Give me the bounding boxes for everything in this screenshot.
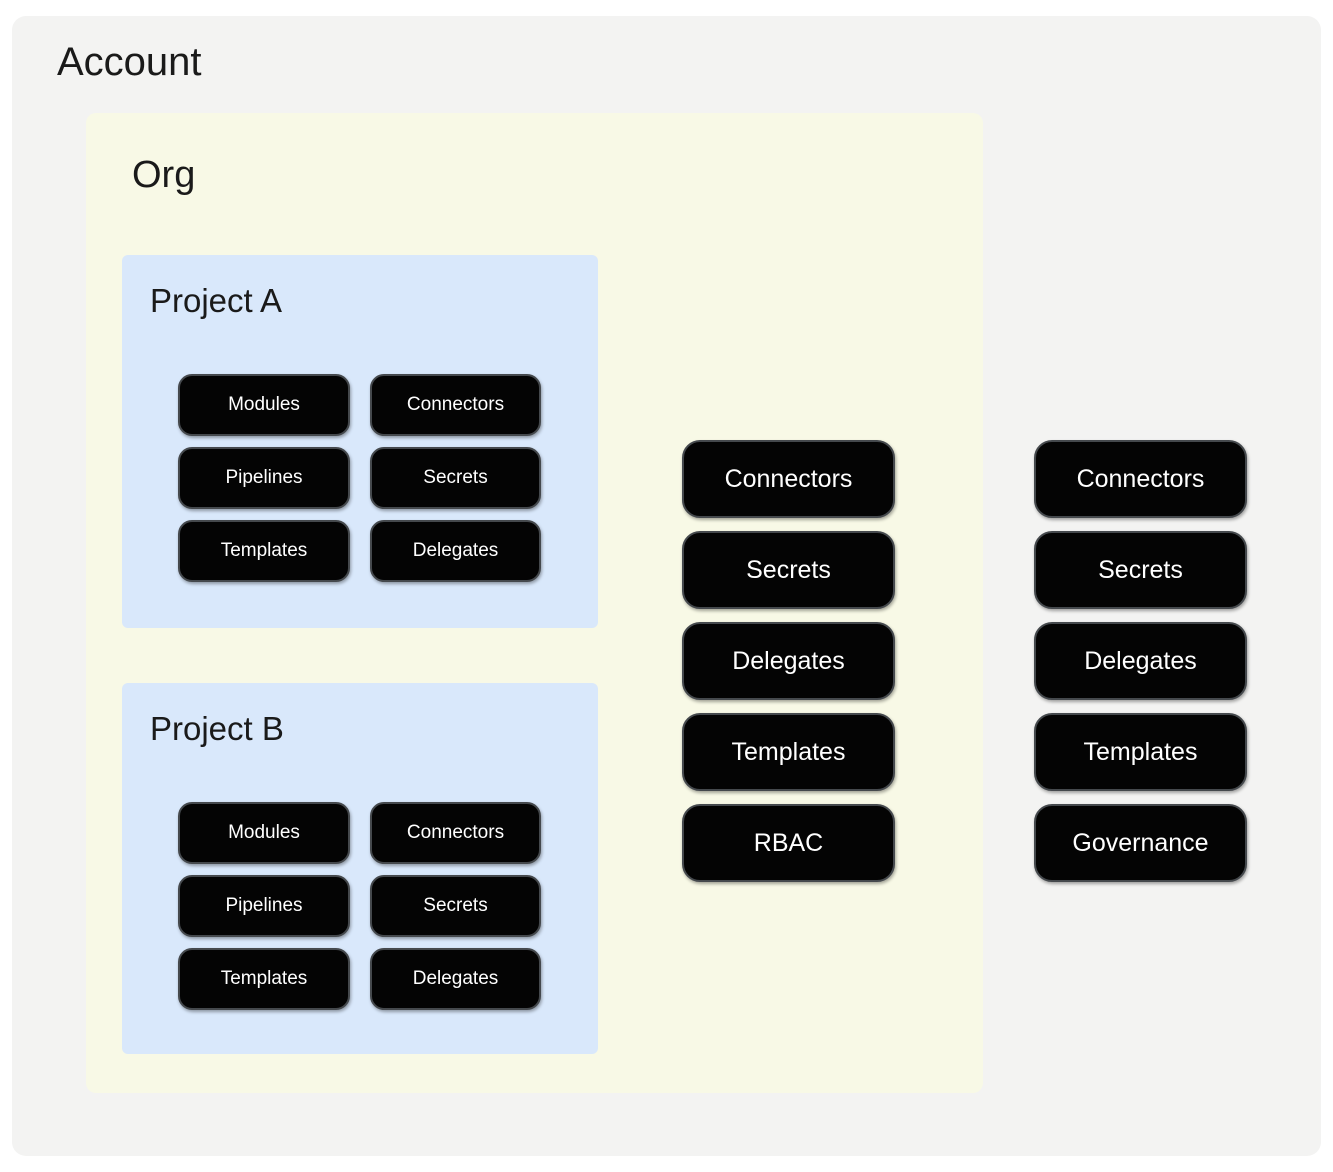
account-scope: Account Org Project A Modules Connectors…	[12, 16, 1321, 1156]
account-node-templates: Templates	[1034, 713, 1247, 791]
org-scope: Org Project A Modules Connectors Pipelin…	[86, 113, 983, 1093]
project-a-node-secrets: Secrets	[370, 447, 541, 509]
project-b-node-secrets: Secrets	[370, 875, 541, 937]
project-a-scope: Project A Modules Connectors Pipelines S…	[122, 255, 598, 628]
project-b-scope: Project B Modules Connectors Pipelines S…	[122, 683, 598, 1054]
account-node-secrets: Secrets	[1034, 531, 1247, 609]
account-node-delegates: Delegates	[1034, 622, 1247, 700]
account-node-connectors: Connectors	[1034, 440, 1247, 518]
project-a-node-connectors: Connectors	[370, 374, 541, 436]
org-title: Org	[132, 154, 196, 196]
project-b-node-grid: Modules Connectors Pipelines Secrets Tem…	[178, 802, 541, 1010]
project-a-node-delegates: Delegates	[370, 520, 541, 582]
project-b-node-templates: Templates	[178, 948, 350, 1010]
org-node-connectors: Connectors	[682, 440, 895, 518]
org-node-templates: Templates	[682, 713, 895, 791]
project-b-title: Project B	[150, 710, 284, 747]
account-title: Account	[57, 40, 202, 84]
org-node-stack: Connectors Secrets Delegates Templates R…	[682, 440, 895, 882]
project-b-node-delegates: Delegates	[370, 948, 541, 1010]
project-b-node-connectors: Connectors	[370, 802, 541, 864]
org-node-delegates: Delegates	[682, 622, 895, 700]
project-a-node-grid: Modules Connectors Pipelines Secrets Tem…	[178, 374, 541, 582]
project-b-node-modules: Modules	[178, 802, 350, 864]
project-a-node-templates: Templates	[178, 520, 350, 582]
project-a-node-modules: Modules	[178, 374, 350, 436]
project-b-node-pipelines: Pipelines	[178, 875, 350, 937]
project-a-title: Project A	[150, 282, 283, 319]
org-node-rbac: RBAC	[682, 804, 895, 882]
account-node-governance: Governance	[1034, 804, 1247, 882]
account-node-stack: Connectors Secrets Delegates Templates G…	[1034, 440, 1247, 882]
project-a-node-pipelines: Pipelines	[178, 447, 350, 509]
org-node-secrets: Secrets	[682, 531, 895, 609]
